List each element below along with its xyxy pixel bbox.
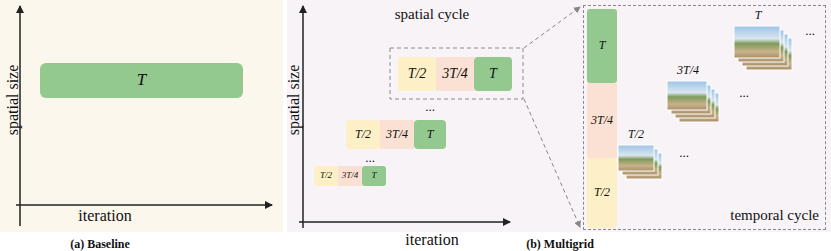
phase-cell: T (587, 9, 617, 83)
axis (16, 204, 272, 206)
image-stack (734, 26, 792, 70)
image-stack (618, 145, 662, 179)
duration-label: T/2 (355, 128, 371, 141)
phase-cell: 3T/4 (436, 57, 474, 91)
duration-label: 3T/4 (386, 128, 408, 141)
annotation: spatial cycle (395, 6, 470, 23)
duration-label: 3T/4 (342, 171, 359, 181)
duration-label: T/2 (408, 66, 427, 81)
duration-label: T (137, 71, 146, 90)
phase-cell: T/2 (587, 158, 617, 228)
axis (302, 6, 304, 228)
ellipsis: ... (679, 146, 689, 160)
ellipsis: ... (805, 24, 815, 38)
ellipsis: ... (739, 86, 749, 100)
duration-label: T (599, 39, 606, 52)
frame-title: temporal cycle (730, 207, 819, 224)
duration-label: T/2 (594, 186, 610, 199)
phase-cell: T (414, 120, 446, 149)
process-box: T (40, 63, 243, 98)
phase-cell: T/2 (398, 57, 436, 91)
phase-cell: T/2 (346, 120, 380, 149)
duration-label: 3T/4 (677, 64, 699, 77)
duration-label: T (489, 66, 497, 81)
duration-label: T (371, 171, 376, 181)
duration-label: T/2 (320, 171, 332, 181)
panel-bg (0, 0, 283, 232)
duration-label: T/2 (628, 128, 644, 141)
axis-label: spatial size (4, 65, 22, 136)
axis (299, 221, 510, 223)
ellipsis: ... (365, 151, 375, 165)
phase-cell: T (362, 166, 386, 186)
temporal-frame: temporal cycle T 3T/4T/2 (583, 5, 826, 230)
duration-label: 3T/4 (442, 66, 468, 81)
phase-cell: 3T/4 (587, 83, 617, 158)
dashed-frame (390, 48, 523, 99)
phase-cell: T (474, 57, 512, 91)
duration-label: T (427, 128, 434, 141)
duration-label: 3T/4 (591, 114, 613, 127)
axis-label: iteration (78, 207, 131, 225)
phase-cell: T/2 (314, 166, 338, 186)
axis-label: iteration (405, 231, 458, 249)
caption: (a) Baseline (70, 238, 130, 251)
panel-bg (287, 0, 831, 232)
caption: (b) Multigrid (526, 238, 594, 251)
zoom-line (524, 7, 580, 48)
axis-label: spatial size (285, 65, 303, 136)
zoom-line (524, 99, 580, 227)
image-stack (667, 81, 719, 122)
phase-cell: 3T/4 (380, 120, 414, 149)
ellipsis: ... (425, 100, 435, 114)
duration-label: T (755, 9, 762, 22)
phase-cell: 3T/4 (338, 166, 362, 186)
